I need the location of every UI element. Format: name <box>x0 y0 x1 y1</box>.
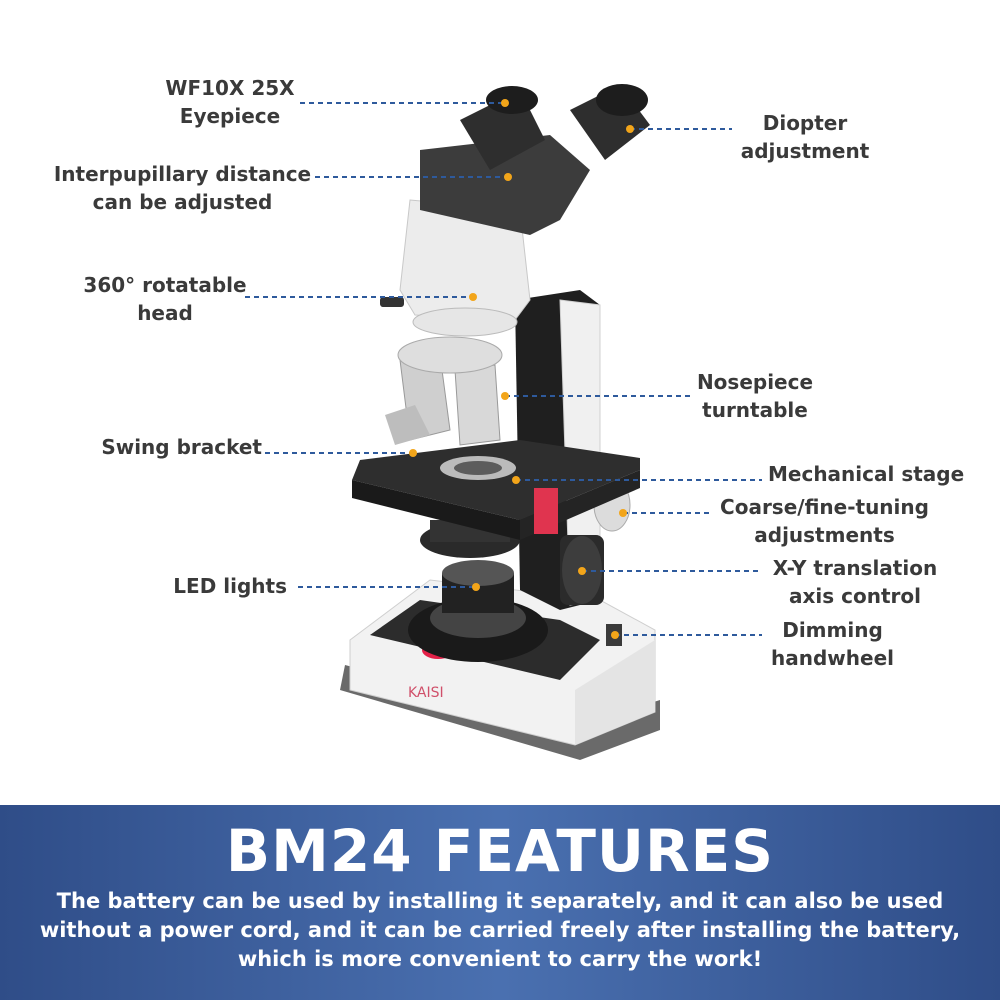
callout-led-lights-line1: LED lights <box>173 574 287 598</box>
callout-xy-translation: X-Y translation axis control <box>765 554 945 610</box>
callout-coarse-fine-line2: adjustments <box>754 523 895 547</box>
callout-swing-bracket: Swing bracket <box>60 433 262 461</box>
product-illustration: KAISI <box>50 74 973 760</box>
callout-dimming-line2: handwheel <box>771 646 894 670</box>
callout-dimming-line1: Dimming <box>782 618 883 642</box>
banner-description: The battery can be used by installing it… <box>39 889 961 971</box>
callout-interpupillary-line2: can be adjusted <box>92 190 273 214</box>
callout-swing-bracket-line1: Swing bracket <box>101 435 262 459</box>
callout-mechanical-stage-line1: Mechanical stage <box>768 462 965 486</box>
callout-nosepiece: Nosepiece turntable <box>690 368 820 424</box>
callout-interpupillary-line1: Interpupillary distance <box>53 162 312 186</box>
callout-coarse-fine: Coarse/fine-tuning adjustments <box>712 493 937 549</box>
callout-xy-translation-line1: X-Y translation <box>772 556 938 580</box>
microscope-illustration: KAISI <box>245 84 762 760</box>
banner-title: BM24 FEATURES <box>225 817 775 885</box>
callout-rotatable-head-line1: 360° rotatable <box>83 273 247 297</box>
callout-xy-translation-line2: axis control <box>789 584 921 608</box>
callout-diopter: Diopter adjustment <box>740 109 870 165</box>
callout-rotatable-head: 360° rotatable head <box>80 271 250 327</box>
callout-eyepiece-line2: Eyepiece <box>179 104 281 128</box>
callout-coarse-fine-line1: Coarse/fine-tuning <box>720 495 929 519</box>
callout-eyepiece: WF10X 25X Eyepiece <box>155 74 305 130</box>
callout-diopter-line1: Diopter <box>762 111 848 135</box>
brand-logo: KAISI <box>408 685 444 701</box>
features-banner: BM24 FEATURES The battery can be used by… <box>0 805 1000 1000</box>
callout-rotatable-head-line2: head <box>137 301 193 325</box>
callout-eyepiece-line1: WF10X 25X <box>165 76 295 100</box>
callout-interpupillary: Interpupillary distance can be adjusted <box>50 160 315 216</box>
callout-mechanical-stage: Mechanical stage <box>768 460 973 488</box>
callout-nosepiece-line1: Nosepiece <box>696 370 814 394</box>
callout-diopter-line2: adjustment <box>740 139 870 163</box>
callout-dimming: Dimming handwheel <box>765 616 900 672</box>
callout-led-lights: LED lights <box>120 572 287 600</box>
callout-nosepiece-line2: turntable <box>702 398 808 422</box>
